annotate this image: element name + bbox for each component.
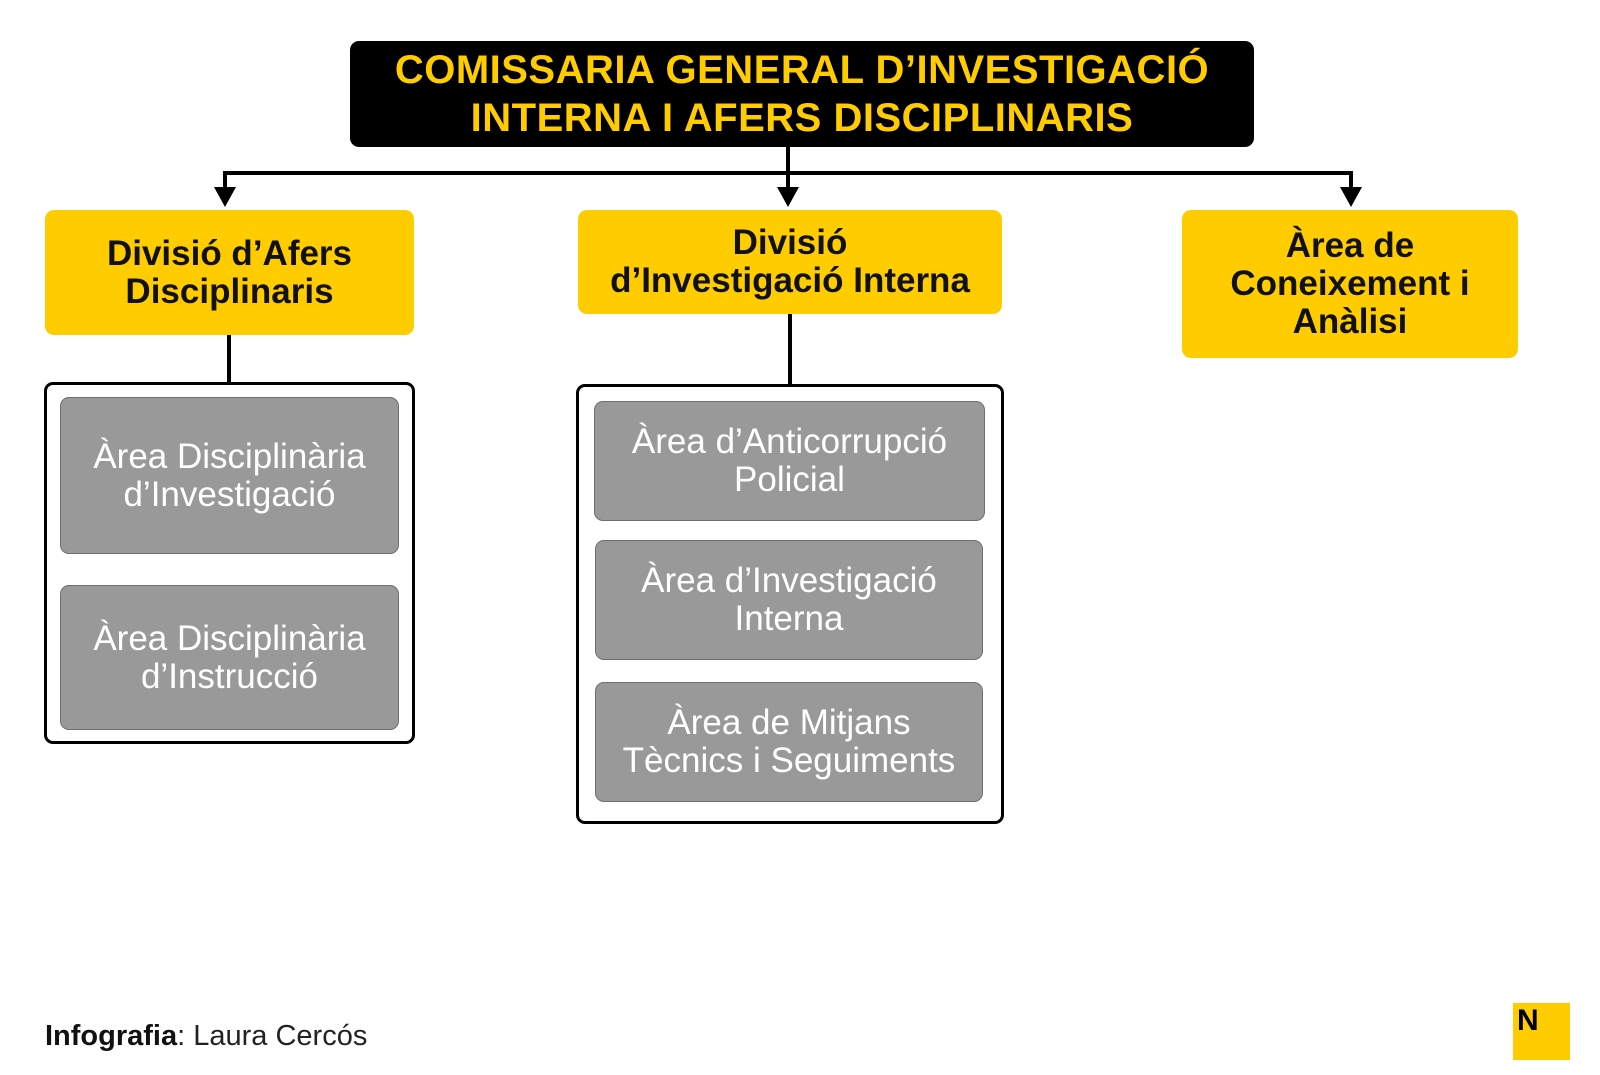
credit-name: Laura Cercós	[193, 1020, 368, 1052]
arrow-center	[777, 187, 799, 207]
division-label-line1: Divisió	[732, 223, 848, 262]
area-label-line1: Àrea de Mitjans	[667, 703, 911, 742]
connector-drop-center	[786, 171, 790, 187]
area-disciplinaria-instruccio: Àrea Disciplinària d’Instrucció	[60, 585, 399, 730]
area-label-line2: Tècnics i Seguiments	[622, 741, 956, 780]
area-label-line1: Àrea d’Anticorrupció	[631, 422, 948, 461]
org-title-line2: INTERNA I AFERS DISCIPLINARIS	[470, 96, 1134, 140]
area-label-line1: Àrea d’Investigació	[641, 561, 937, 600]
org-title-line1: COMISSARIA GENERAL D’INVESTIGACIÓ	[394, 48, 1210, 92]
credit-separator: :	[177, 1020, 194, 1052]
brand-logo: N	[1513, 1003, 1570, 1060]
division-label-line1: Divisió d’Afers	[106, 233, 353, 273]
org-title-box: COMISSARIA GENERAL D’INVESTIGACIÓ INTERN…	[350, 41, 1254, 147]
area-disciplinaria-investigacio: Àrea Disciplinària d’Investigació	[60, 397, 399, 554]
area-anticorrupcio-policial: Àrea d’Anticorrupció Policial	[594, 401, 985, 521]
infographic-credit: Infografia: Laura Cercós	[45, 1020, 367, 1053]
logo-letter: N	[1517, 1004, 1539, 1037]
division-investigacio-interna: Divisió d’Investigació Interna	[578, 210, 1002, 314]
division-label-line1: Àrea de	[1285, 226, 1415, 265]
area-label-line2: d’Instrucció	[140, 656, 318, 696]
connector-trunk	[786, 147, 790, 174]
area-mitjans-tecnics-seguiments: Àrea de Mitjans Tècnics i Seguiments	[595, 682, 983, 802]
credit-label: Infografia	[45, 1020, 178, 1052]
division-label-line2: Coneixement i	[1230, 264, 1470, 303]
arrow-right	[1340, 187, 1362, 207]
area-label-line2: d’Investigació	[123, 474, 336, 514]
division-label-line2: Disciplinaris	[125, 271, 334, 311]
connector-left-to-container	[227, 335, 231, 384]
division-afers-disciplinaris: Divisió d’Afers Disciplinaris	[45, 210, 414, 335]
division-label-line2: d’Investigació Interna	[610, 261, 970, 300]
connector-drop-left	[223, 171, 227, 187]
arrow-left	[214, 187, 236, 207]
area-label-line1: Àrea Disciplinària	[93, 436, 366, 476]
division-label-line3: Anàlisi	[1292, 302, 1408, 341]
area-label-line2: Policial	[734, 460, 845, 499]
area-label-line2: Interna	[734, 599, 844, 638]
connector-drop-right	[1349, 171, 1353, 187]
area-investigacio-interna: Àrea d’Investigació Interna	[595, 540, 983, 660]
connector-center-to-container	[788, 314, 792, 386]
area-coneixement-analisi: Àrea de Coneixement i Anàlisi	[1182, 210, 1518, 358]
org-title: COMISSARIA GENERAL D’INVESTIGACIÓ INTERN…	[395, 46, 1209, 142]
area-label-line1: Àrea Disciplinària	[93, 618, 366, 658]
